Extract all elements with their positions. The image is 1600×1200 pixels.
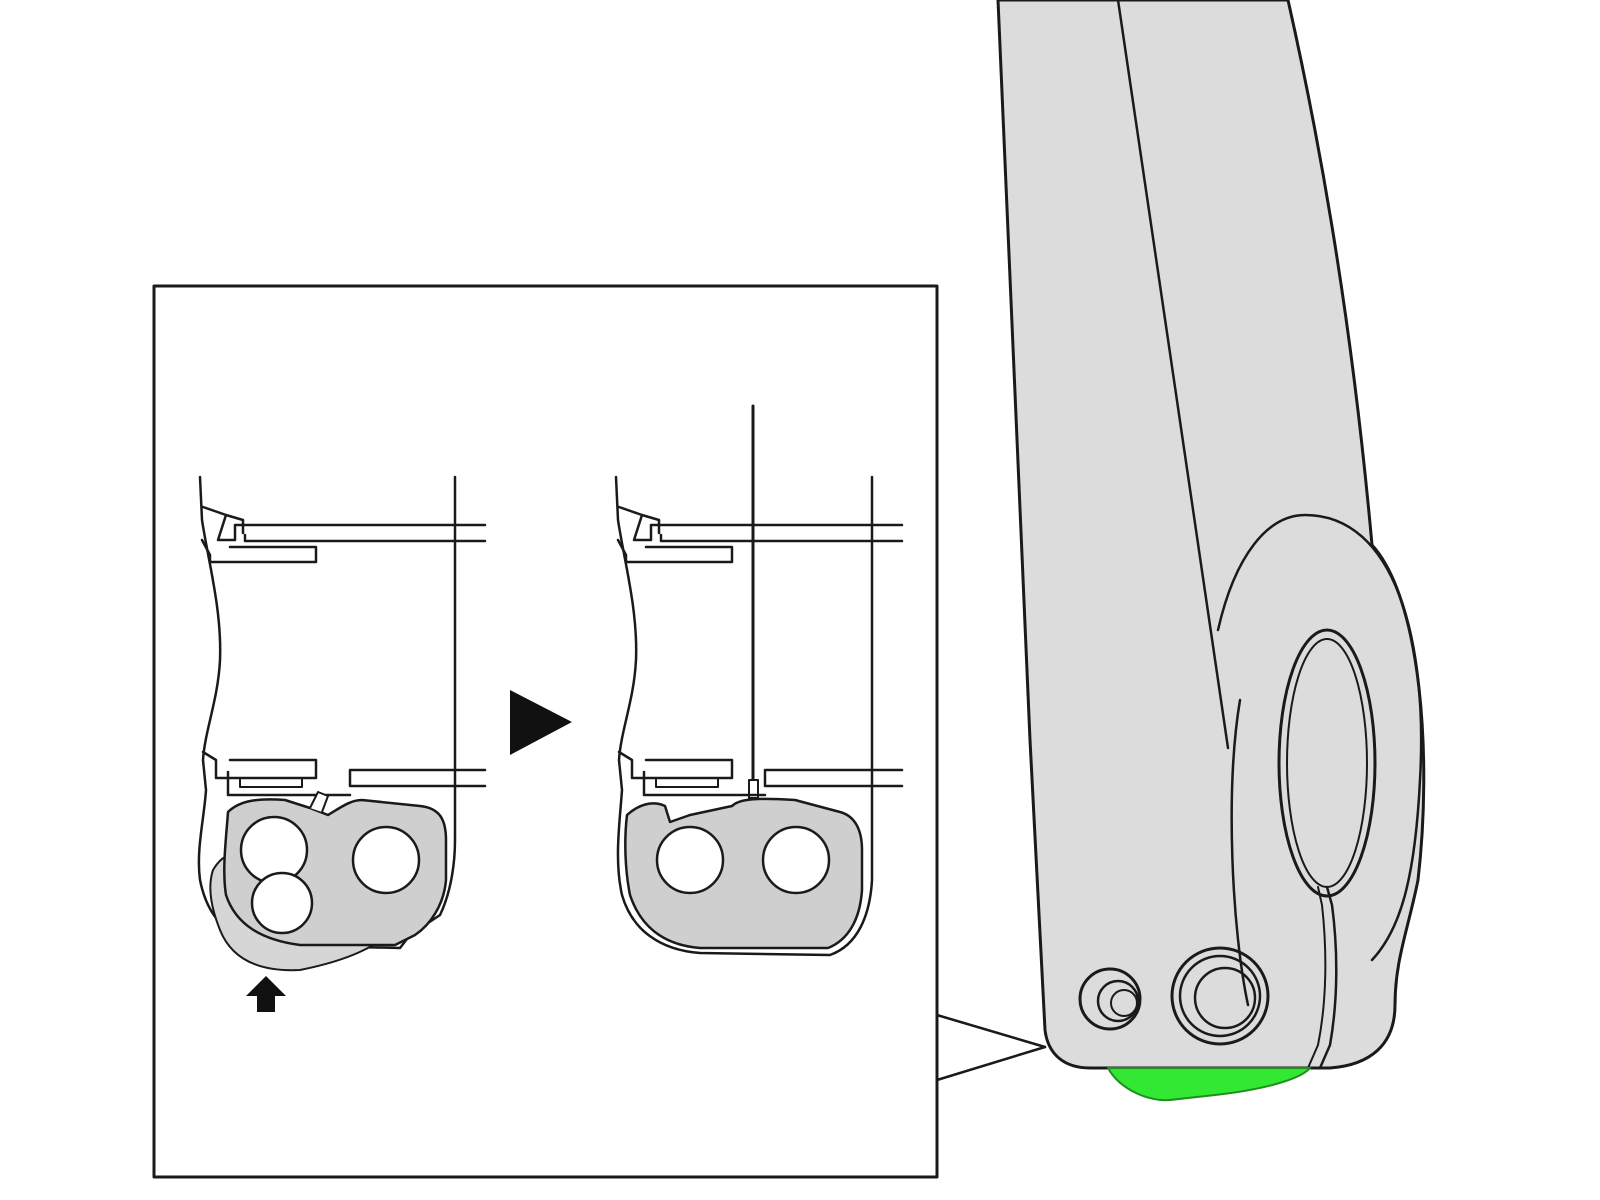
up-arrow-icon: [246, 976, 286, 1012]
pivot-boss: [1216, 513, 1423, 962]
pad-hole-c-before: [351, 825, 421, 895]
lever-arm: [996, 0, 1426, 1102]
lower-step-before: [239, 777, 303, 788]
step-after-panel: [614, 404, 904, 957]
brake-pad-insert-highlight: [1107, 1067, 1311, 1102]
upper-pin-bracket-after: [617, 505, 904, 542]
zoom-pointer-bottom: [935, 1045, 1047, 1082]
zoom-callout: [152, 284, 1047, 1179]
lever-arm-ridge: [1116, 0, 1230, 750]
lower-pin-after: [642, 768, 904, 797]
zoom-pointer-top: [935, 1013, 1047, 1049]
pivot-bushing-outer: [1277, 628, 1377, 898]
upper-pin-before: [224, 513, 487, 543]
cable-groove: [1318, 885, 1338, 1070]
small-screw: [1078, 967, 1142, 1031]
right-triangle-icon: [510, 690, 572, 755]
lower-pin-before: [226, 768, 487, 797]
pad-hole-b-before: [250, 871, 314, 935]
upper-plate-before: [200, 538, 318, 564]
upper-plate-after: [616, 538, 734, 564]
caliper-cup-after: [616, 758, 874, 957]
large-screw: [1170, 946, 1270, 1046]
lower-step-after: [655, 777, 719, 788]
upper-pin-after: [640, 513, 904, 543]
cable-groove-inner: [1307, 886, 1327, 1069]
spring-tab-before: [309, 791, 329, 813]
pad-hole-c-after: [761, 825, 831, 895]
upper-pin-bracket-before: [201, 505, 487, 542]
pad-hole-a-after: [655, 825, 725, 895]
lever-arm-body: [996, 0, 1426, 1070]
lower-pin-bracket-after: [617, 750, 734, 780]
lower-pin-bracket-before: [201, 750, 318, 780]
step-before-panel: [197, 475, 487, 1012]
